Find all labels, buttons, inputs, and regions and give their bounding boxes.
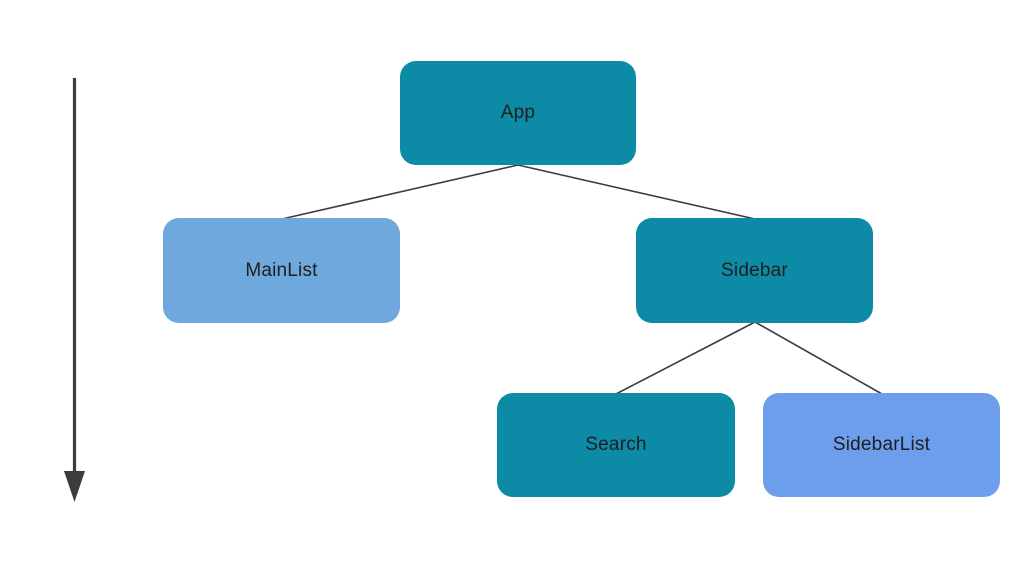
node-sidebarlist: SidebarList xyxy=(763,393,1000,497)
node-mainlist: MainList xyxy=(163,218,400,323)
edge-app-sidebar xyxy=(517,164,756,220)
edge-sidebar-sidebarlist xyxy=(754,321,883,395)
node-sidebar: Sidebar xyxy=(636,218,873,323)
node-app: App xyxy=(400,61,636,165)
node-mainlist-label: MainList xyxy=(245,259,318,281)
edge-app-mainlist xyxy=(281,164,519,220)
down-arrow xyxy=(64,78,85,502)
node-sidebarlist-label: SidebarList xyxy=(832,434,931,455)
down-arrow-head-icon xyxy=(64,471,85,502)
node-sidebar-label: Sidebar xyxy=(721,259,788,281)
node-search-label: Search xyxy=(585,434,647,455)
node-app-label: App xyxy=(500,102,536,123)
edge-sidebar-search xyxy=(615,321,756,395)
node-search: Search xyxy=(497,393,735,497)
